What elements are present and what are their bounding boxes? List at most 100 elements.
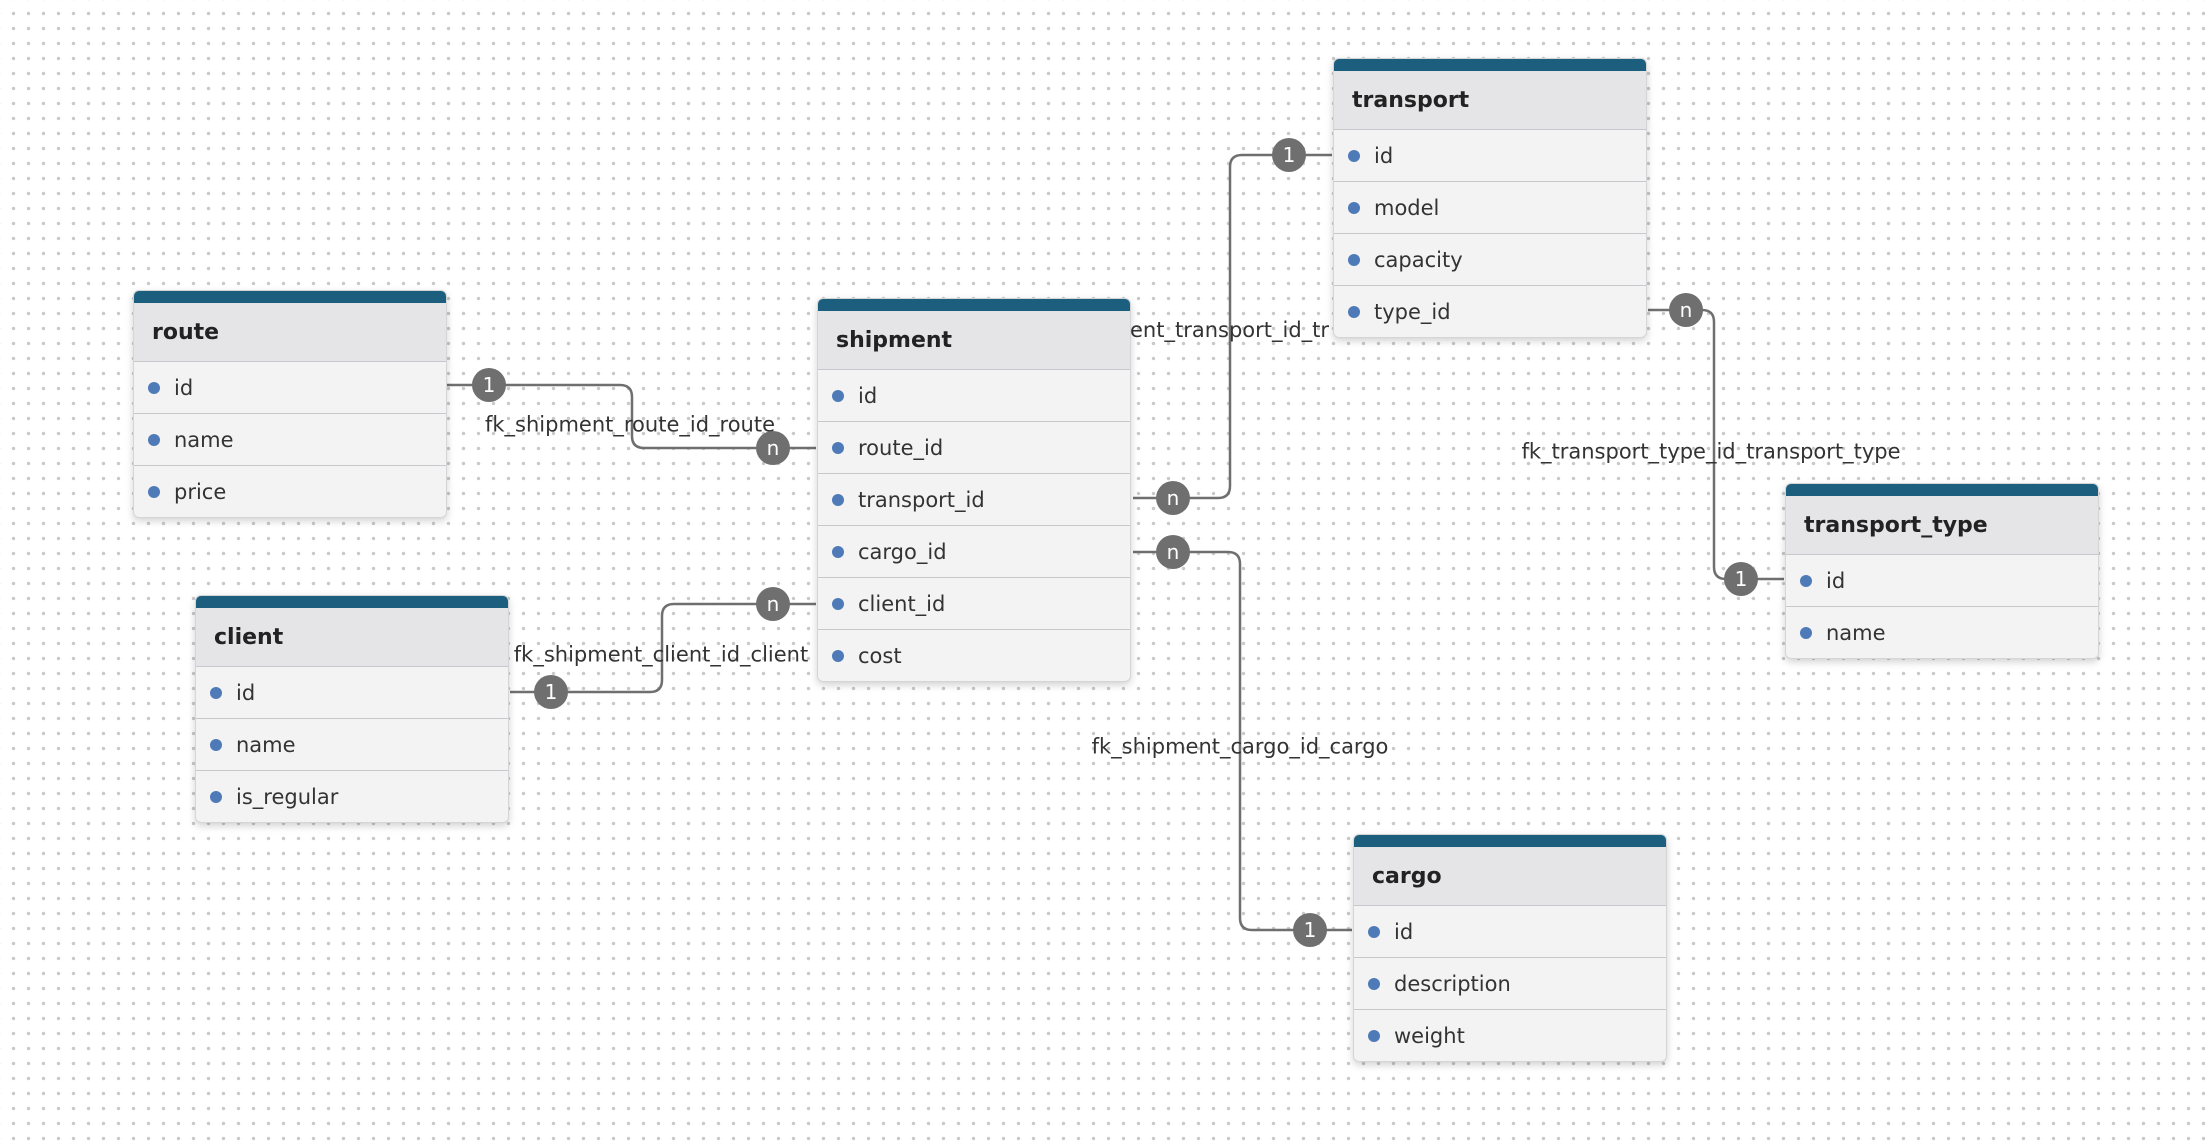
field-name: id	[1826, 568, 1846, 593]
field-row[interactable]: name	[196, 719, 508, 771]
field-row[interactable]: description	[1354, 958, 1666, 1010]
field-name: cost	[858, 643, 902, 668]
field-row[interactable]: id	[818, 370, 1130, 422]
field-name: name	[174, 427, 234, 452]
field-row[interactable]: client_id	[818, 578, 1130, 630]
field-row[interactable]: id	[196, 667, 508, 719]
field-dot-icon	[148, 433, 160, 446]
field-name: id	[174, 375, 194, 400]
field-row[interactable]: id	[1334, 130, 1646, 182]
field-row[interactable]: type_id	[1334, 286, 1646, 337]
field-row[interactable]: cost	[818, 630, 1130, 681]
table-title: shipment	[818, 311, 1130, 370]
field-row[interactable]: cargo_id	[818, 526, 1130, 578]
table-title: transport	[1334, 71, 1646, 130]
table-transport[interactable]: transport id model capacity type_id	[1333, 58, 1647, 338]
field-name: model	[1374, 195, 1440, 220]
cardinality-one-badge: 1	[534, 675, 568, 709]
field-name: capacity	[1374, 247, 1463, 272]
field-row[interactable]: price	[134, 466, 446, 517]
field-row[interactable]: is_regular	[196, 771, 508, 822]
field-row[interactable]: weight	[1354, 1010, 1666, 1061]
field-name: client_id	[858, 591, 946, 616]
field-dot-icon	[832, 389, 844, 402]
field-row[interactable]: model	[1334, 182, 1646, 234]
edge-label-transport-clip: ent_transport_id_tr	[1130, 320, 1330, 350]
field-dot-icon	[1368, 977, 1380, 990]
cardinality-many-badge: n	[1669, 293, 1703, 327]
field-name: id	[858, 383, 878, 408]
field-dot-icon	[148, 485, 160, 498]
field-row[interactable]: id	[1786, 555, 2098, 607]
edge-transport-type[interactable]	[1648, 308, 1784, 581]
table-transport-type[interactable]: transport_type id name	[1785, 483, 2099, 659]
field-row[interactable]: name	[134, 414, 446, 466]
field-name: id	[1394, 919, 1414, 944]
field-name: id	[1374, 143, 1394, 168]
field-name: cargo_id	[858, 539, 947, 564]
field-name: name	[1826, 620, 1886, 645]
table-header-bar	[818, 299, 1130, 311]
field-dot-icon	[210, 686, 222, 699]
field-row[interactable]: id	[134, 362, 446, 414]
field-dot-icon	[210, 790, 222, 803]
field-dot-icon	[832, 597, 844, 610]
field-name: type_id	[1374, 299, 1451, 324]
cardinality-one-badge: 1	[1724, 562, 1758, 596]
table-cargo[interactable]: cargo id description weight	[1353, 834, 1667, 1062]
edge-label-transport: ent_transport_id_tr	[1130, 320, 1330, 342]
field-dot-icon	[210, 738, 222, 751]
field-name: is_regular	[236, 784, 339, 809]
edge-client-shipment[interactable]	[510, 602, 816, 694]
edge-label-route: fk_shipment_route_id_route	[484, 412, 776, 437]
table-header-bar	[134, 291, 446, 303]
field-dot-icon	[832, 649, 844, 662]
cardinality-many-badge: n	[1156, 535, 1190, 569]
table-header-bar	[1354, 835, 1666, 847]
table-header-bar	[1786, 484, 2098, 496]
table-client[interactable]: client id name is_regular	[195, 595, 509, 823]
edge-label-transport-type: fk_transport_type_id_transport_type	[1521, 439, 1901, 464]
table-header-bar	[1334, 59, 1646, 71]
cardinality-one-badge: 1	[1272, 138, 1306, 172]
table-title: transport_type	[1786, 496, 2098, 555]
cardinality-one-badge: 1	[472, 368, 506, 402]
field-dot-icon	[832, 545, 844, 558]
field-name: id	[236, 680, 256, 705]
table-header-bar	[196, 596, 508, 608]
field-name: description	[1394, 971, 1511, 996]
field-dot-icon	[1348, 253, 1360, 266]
field-dot-icon	[1800, 574, 1812, 587]
field-row[interactable]: capacity	[1334, 234, 1646, 286]
field-row[interactable]: route_id	[818, 422, 1130, 474]
edge-transport-shipment[interactable]	[1133, 153, 1332, 500]
edge-cargo-shipment[interactable]	[1133, 550, 1352, 932]
table-title: client	[196, 608, 508, 667]
cardinality-many-badge: n	[756, 431, 790, 465]
edge-label-client: fk_shipment_client_id_client	[513, 642, 809, 667]
field-dot-icon	[1348, 305, 1360, 318]
cardinality-many-badge: n	[1156, 481, 1190, 515]
field-dot-icon	[832, 441, 844, 454]
field-name: route_id	[858, 435, 944, 460]
table-title: route	[134, 303, 446, 362]
table-title: cargo	[1354, 847, 1666, 906]
table-route[interactable]: route id name price	[133, 290, 447, 518]
field-dot-icon	[1368, 1029, 1380, 1042]
cardinality-many-badge: n	[756, 587, 790, 621]
field-name: weight	[1394, 1023, 1465, 1048]
field-name: price	[174, 479, 227, 504]
field-dot-icon	[1368, 925, 1380, 938]
cardinality-one-badge: 1	[1293, 913, 1327, 947]
table-shipment[interactable]: shipment id route_id transport_id cargo_…	[817, 298, 1131, 682]
field-dot-icon	[1800, 626, 1812, 639]
field-dot-icon	[1348, 201, 1360, 214]
field-row[interactable]: id	[1354, 906, 1666, 958]
edge-label-cargo: fk_shipment_cargo_id_cargo	[1091, 734, 1389, 759]
edge-route-shipment[interactable]	[446, 383, 816, 450]
field-row[interactable]: name	[1786, 607, 2098, 658]
field-row[interactable]: transport_id	[818, 474, 1130, 526]
field-dot-icon	[832, 493, 844, 506]
